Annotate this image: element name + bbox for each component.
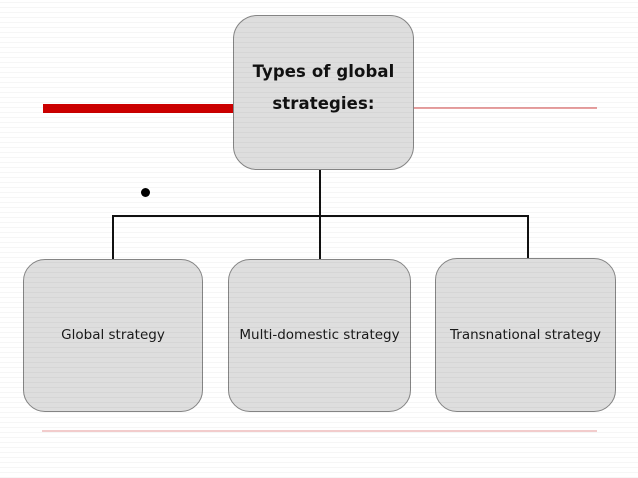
- footer-rule: [42, 430, 597, 432]
- diagram-node-title[interactable]: Types of global strategies:: [233, 15, 414, 170]
- connector-drop-right: [527, 215, 529, 259]
- page-title-line-1: Types of global: [252, 62, 395, 81]
- diagram-node-global-strategy[interactable]: Global strategy: [23, 259, 203, 412]
- diagram-node-label: Transnational strategy: [450, 326, 601, 343]
- diagram-node-label: Global strategy: [61, 327, 165, 344]
- diagram-node-multi-domestic-strategy[interactable]: Multi-domestic strategy: [228, 259, 411, 412]
- page-title: Types of global strategies:: [253, 56, 395, 120]
- connector-drop-left: [112, 215, 114, 260]
- accent-bar-red-left: [43, 104, 234, 113]
- bullet-point-icon: [141, 188, 150, 197]
- diagram-node-transnational-strategy[interactable]: Transnational strategy: [435, 258, 616, 412]
- connector-stem-top: [319, 170, 321, 217]
- connector-drop-middle: [319, 215, 321, 260]
- page-title-line-2: strategies:: [272, 94, 375, 114]
- diagram-node-label: Multi-domestic strategy: [239, 327, 400, 344]
- accent-bar-pink-right: [414, 107, 597, 109]
